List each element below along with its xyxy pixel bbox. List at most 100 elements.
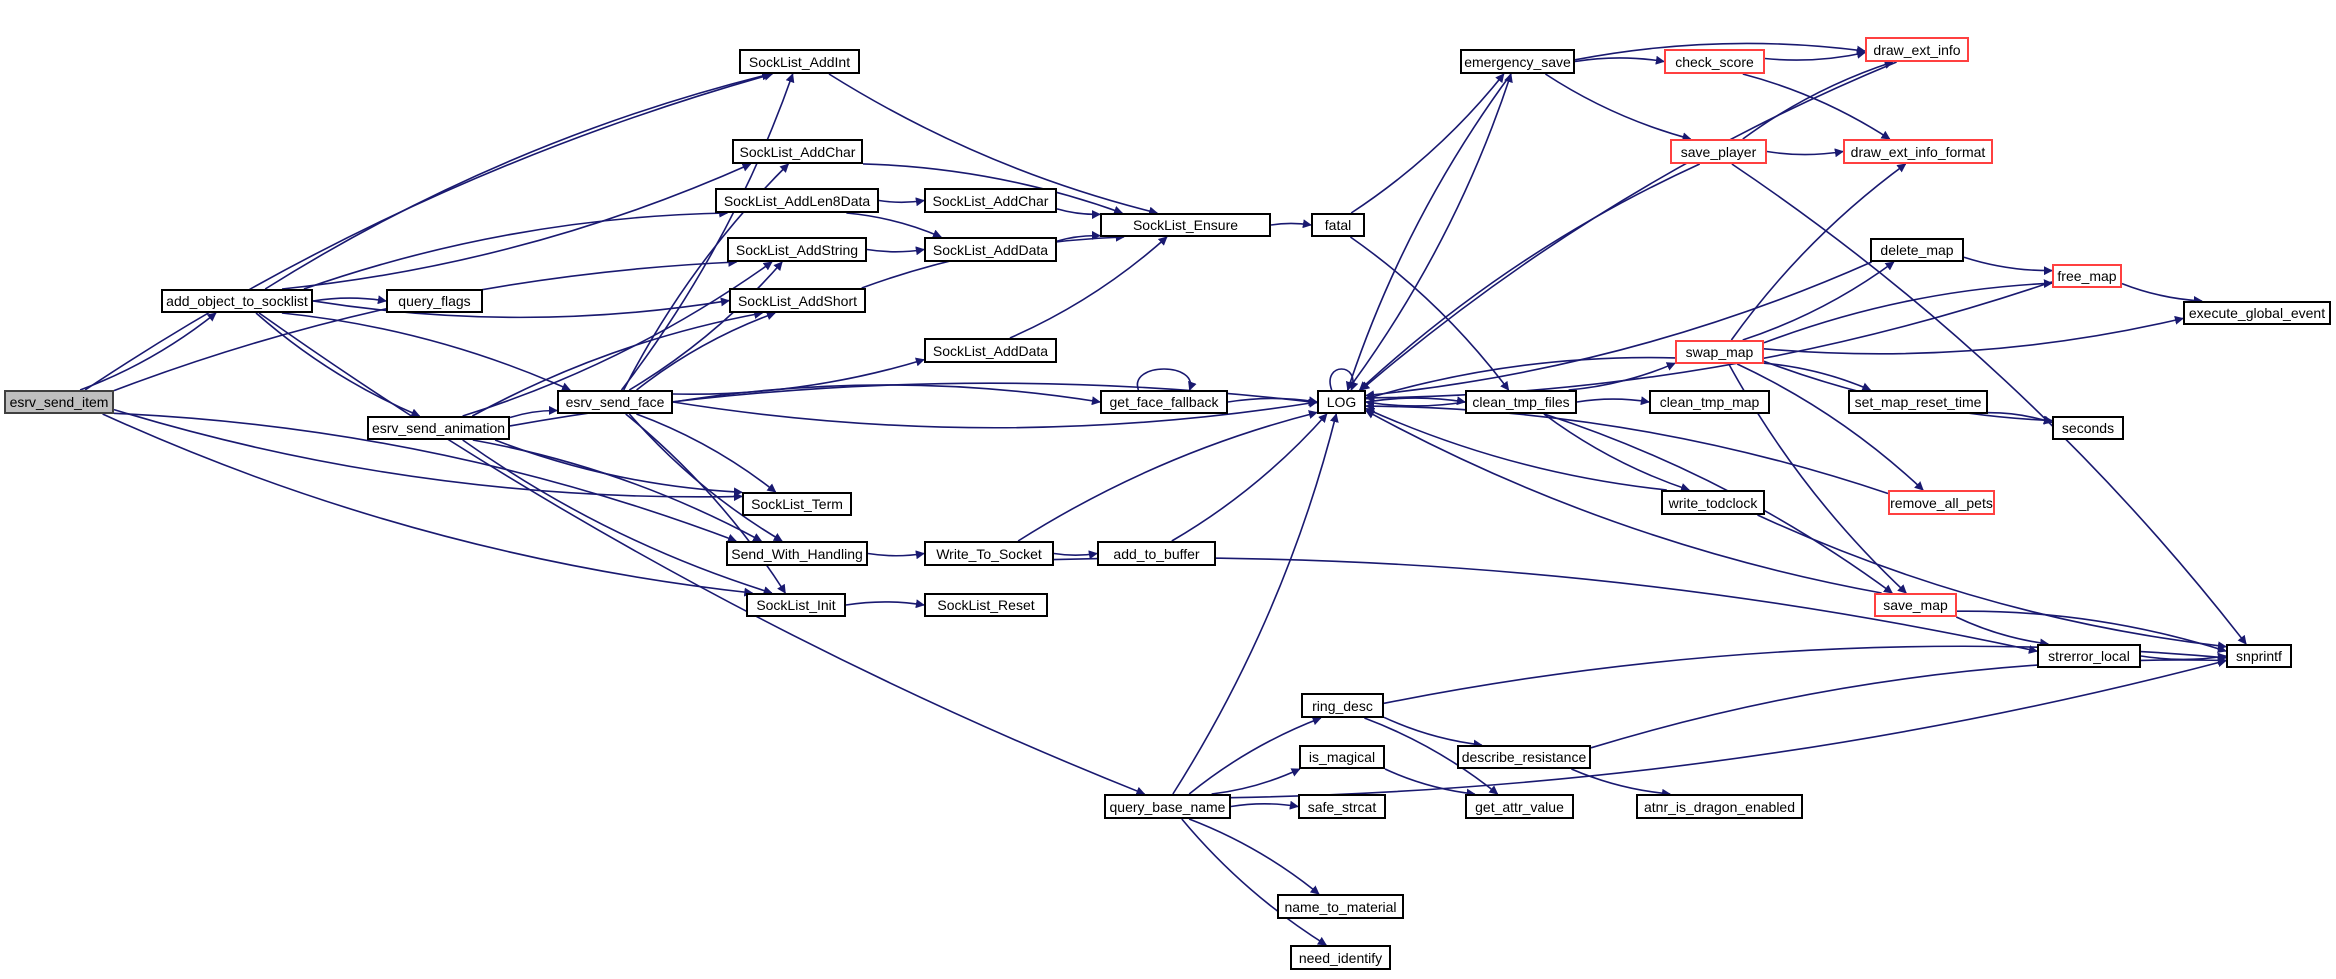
edge-add-object-to-socklist-to-socklist-addint <box>264 71 771 290</box>
node-socklist-adddata[interactable]: SockList_AddData <box>924 237 1057 262</box>
node-label: SockList_Ensure <box>1132 217 1239 233</box>
node-delete-map[interactable]: delete_map <box>1870 238 1964 262</box>
node-fatal[interactable]: fatal <box>1311 213 1365 237</box>
node-label: Send_With_Handling <box>731 545 863 562</box>
edge-esrv-send-face-to-send-with-handling <box>628 413 783 542</box>
node-save-player[interactable]: save_player <box>1670 139 1767 164</box>
edge-is-magical-to-get-attr-value <box>1384 768 1476 798</box>
node-save-map[interactable]: save_map <box>1874 593 1957 617</box>
node-socklist-addstring[interactable]: SockList_AddString <box>727 237 867 262</box>
node-emergency-save[interactable]: emergency_save <box>1460 49 1575 74</box>
node-label: SockList_AddData <box>932 342 1049 359</box>
edge-esrv-send-face-to-socklist-init <box>625 413 786 594</box>
edge-write-to-socket-to-add-to-buffer <box>1053 550 1098 560</box>
edge-add-object-to-socklist-to-socklist-addchar <box>281 163 752 290</box>
node-write-to-socket[interactable]: Write_To_Socket <box>924 541 1054 566</box>
edge-swap-map-to-delete-map <box>1742 261 1895 341</box>
node-add-object-to-socklist[interactable]: add_object_to_socklist <box>161 289 313 313</box>
node-label: get_attr_value <box>1475 798 1564 815</box>
node-socklist-addlen8data[interactable]: SockList_AddLen8Data <box>715 188 879 213</box>
node-socklist-addchar-2[interactable]: SockList_AddChar <box>924 188 1057 213</box>
node-socklist-adddata-2[interactable]: SockList_AddData <box>924 338 1057 363</box>
node-query-base-name[interactable]: query_base_name <box>1104 794 1231 819</box>
node-label: draw_ext_info_format <box>1850 143 1986 160</box>
node-atnr-is-dragon-enabled[interactable]: atnr_is_dragon_enabled <box>1636 794 1803 819</box>
node-free-map[interactable]: free_map <box>2052 264 2122 288</box>
node-check-score[interactable]: check_score <box>1664 49 1765 74</box>
node-label: SockList_AddString <box>735 241 859 258</box>
edge-add-object-to-socklist-to-esrv-send-animation <box>255 312 421 417</box>
edge-clean-tmp-files-to-write-todclock <box>1543 413 1690 492</box>
node-execute-global-event[interactable]: execute_global_event <box>2183 301 2331 325</box>
node-socklist-addshort[interactable]: SockList_AddShort <box>729 288 866 313</box>
node-get-attr-value[interactable]: get_attr_value <box>1465 794 1574 819</box>
node-need-identify[interactable]: need_identify <box>1290 945 1391 970</box>
node-remove-all-pets[interactable]: remove_all_pets <box>1888 490 1995 515</box>
edge-ring-desc-to-describe-resistance <box>1383 716 1483 749</box>
node-is-magical[interactable]: is_magical <box>1299 745 1385 769</box>
edge-esrv-send-animation-to-socklist-addstring <box>462 261 773 417</box>
node-esrv-send-face[interactable]: esrv_send_face <box>557 390 673 414</box>
node-socklist-reset[interactable]: SockList_Reset <box>924 593 1048 617</box>
edge-save-map-to-strerror-local <box>1955 616 2050 648</box>
edge-esrv-send-animation-to-socklist-init <box>462 439 773 595</box>
node-socklist-addint[interactable]: SockList_AddInt <box>739 49 860 74</box>
edge-check-score-to-draw-ext-info-format <box>1742 73 1891 140</box>
node-draw-ext-info[interactable]: draw_ext_info <box>1865 37 1969 62</box>
node-socklist-init[interactable]: SockList_Init <box>746 593 846 617</box>
edge-remove-all-pets-to-log <box>1365 401 1889 495</box>
edge-add-to-buffer-to-log <box>1171 413 1328 542</box>
edge-query-base-name-to-name-to-material <box>1188 818 1320 895</box>
node-esrv-send-item[interactable]: esrv_send_item <box>4 390 114 414</box>
node-label: is_magical <box>1308 749 1376 765</box>
node-label: query_flags <box>398 293 471 309</box>
node-log[interactable]: LOG <box>1317 390 1366 414</box>
edge-add-object-to-socklist-to-socklist-addshort <box>312 297 730 319</box>
node-label: write_todclock <box>1668 494 1758 511</box>
node-clean-tmp-files[interactable]: clean_tmp_files <box>1465 390 1577 414</box>
node-label: SockList_AddInt <box>748 53 851 70</box>
node-safe-strcat[interactable]: safe_strcat <box>1298 794 1386 819</box>
node-esrv-send-animation[interactable]: esrv_send_animation <box>367 416 510 440</box>
node-label: SockList_AddShort <box>737 292 858 309</box>
node-clean-tmp-map[interactable]: clean_tmp_map <box>1649 390 1770 414</box>
edge-esrv-send-animation-to-send-with-handling <box>472 439 763 542</box>
edge-query-base-name-to-snprintf <box>1230 658 2227 799</box>
node-label: get_face_fallback <box>1109 394 1219 410</box>
node-name-to-material[interactable]: name_to_material <box>1277 894 1404 919</box>
edge-socklist-addlen8data-to-socklist-addchar-2 <box>878 197 925 207</box>
node-query-flags[interactable]: query_flags <box>386 289 483 313</box>
node-label: save_map <box>1883 597 1948 613</box>
node-strerror-local[interactable]: strerror_local <box>2037 644 2141 668</box>
node-swap-map[interactable]: swap_map <box>1675 340 1764 364</box>
node-label: snprintf <box>2236 648 2282 664</box>
edge-add-object-to-socklist-to-query-base-name <box>258 312 1146 796</box>
edge-log-to-clean-tmp-files <box>1365 396 1466 406</box>
node-get-face-fallback[interactable]: get_face_fallback <box>1100 390 1228 414</box>
edge-add-object-to-socklist-to-query-flags <box>312 295 387 305</box>
node-label: esrv_send_animation <box>371 420 506 436</box>
edge-describe-resistance-to-snprintf <box>1590 655 2227 749</box>
edge-esrv-send-face-to-socklist-adddata-2 <box>672 357 925 396</box>
node-write-todclock[interactable]: write_todclock <box>1661 490 1765 515</box>
node-add-to-buffer[interactable]: add_to_buffer <box>1097 541 1216 566</box>
node-snprintf[interactable]: snprintf <box>2226 644 2292 668</box>
edge-save-map-to-snprintf <box>1956 610 2227 653</box>
node-label: delete_map <box>1880 242 1954 258</box>
node-describe-resistance[interactable]: describe_resistance <box>1457 745 1591 769</box>
node-label: set_map_reset_time <box>1854 394 1982 410</box>
edge-socklist-addchar-to-socklist-ensure <box>862 163 1124 215</box>
node-ring-desc[interactable]: ring_desc <box>1301 693 1384 718</box>
edge-socklist-init-to-socklist-reset <box>845 599 925 609</box>
edge-esrv-send-item-to-send-with-handling <box>113 412 737 543</box>
node-socklist-term[interactable]: SockList_Term <box>742 492 852 516</box>
edge-add-object-to-socklist-to-socklist-addlen8data <box>303 208 729 290</box>
node-send-with-handling[interactable]: Send_With_Handling <box>726 541 868 566</box>
edge-esrv-send-item-to-socklist-addint <box>84 71 774 391</box>
node-draw-ext-info-format[interactable]: draw_ext_info_format <box>1843 139 1993 164</box>
node-seconds[interactable]: seconds <box>2052 416 2124 440</box>
node-set-map-reset-time[interactable]: set_map_reset_time <box>1848 390 1988 414</box>
node-socklist-addchar[interactable]: SockList_AddChar <box>732 139 863 164</box>
node-socklist-ensure[interactable]: SockList_Ensure <box>1100 213 1271 237</box>
node-label: SockList_Term <box>751 496 843 512</box>
